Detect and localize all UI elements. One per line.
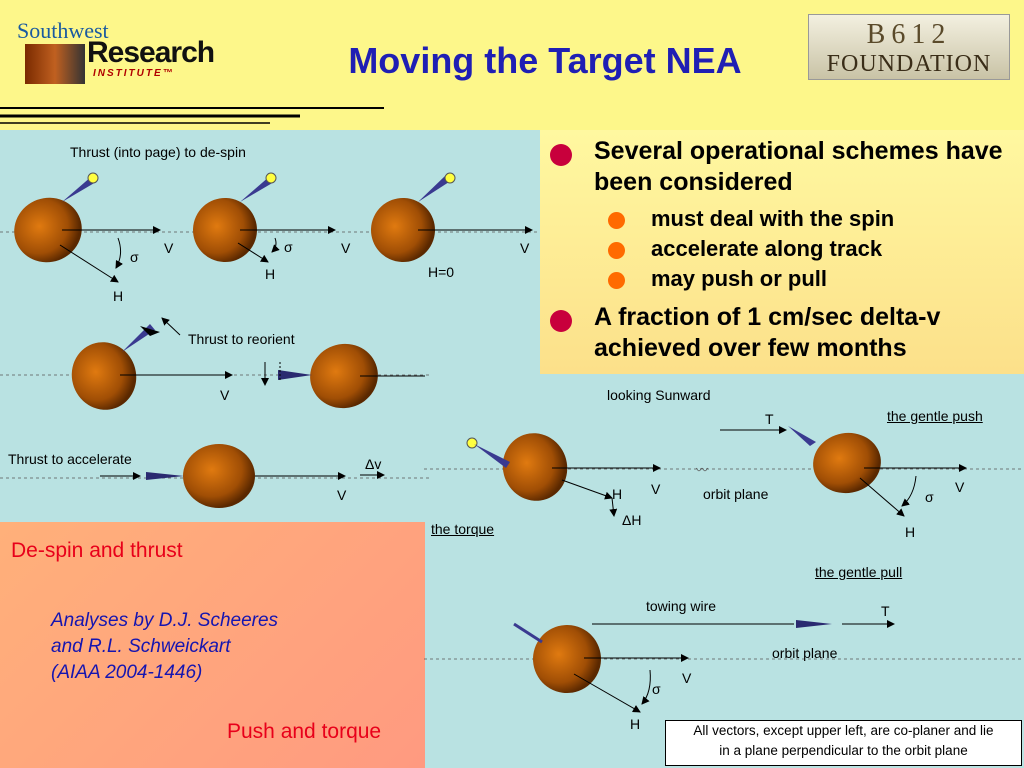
label-t: T (881, 603, 890, 619)
label-sigma: σ (284, 239, 293, 255)
label-v: V (220, 387, 230, 403)
asteroid-2 (193, 172, 336, 263)
label-delta-v: Δv (365, 456, 382, 472)
summary-panel (0, 522, 425, 768)
left-diagram-svg (0, 172, 540, 508)
bullet-dot (550, 144, 572, 166)
label-h: H (905, 524, 916, 540)
label-towing-wire: towing wire (646, 598, 717, 614)
label-looking-sunward: looking Sunward (607, 387, 711, 403)
label-v: V (955, 479, 965, 495)
sub-bullet-spin: must deal with the spin (651, 206, 895, 231)
bullet-delta-v: A fraction of 1 cm/sec delta-v achieved … (594, 303, 941, 362)
logo-swri-top: Southwest (17, 18, 109, 43)
note-box: All vectors, except upper left, are co-p… (665, 720, 1022, 766)
asteroid-reorient-2 (261, 343, 425, 409)
label-sigma: σ (130, 249, 139, 265)
label-v: V (520, 240, 530, 256)
asteroid-reorient-1 (71, 317, 233, 410)
sub-bullet-dot (608, 242, 625, 259)
header-rules (0, 107, 384, 124)
logo-swri-emblem (25, 44, 85, 84)
label-gentle-push: the gentle push (887, 408, 983, 424)
label-gentle-pull: the gentle pull (815, 564, 903, 580)
bullet-dot (550, 310, 572, 332)
label-v: V (337, 487, 347, 503)
label-delta-h: ΔH (622, 512, 642, 528)
asteroid-accelerate (100, 444, 385, 508)
logo-swri-bot: INSTITUTE™ (93, 68, 175, 79)
label-accelerate: Thrust to accelerate (8, 451, 132, 467)
sub-bullet-dot (608, 212, 625, 229)
label-despin-thrust: De-spin and thrust (11, 539, 183, 562)
label-orbit-plane: orbit plane (772, 645, 838, 661)
bullet-schemes: Several operational schemes have been co… (594, 137, 1003, 196)
b612-logo: B612 FOUNDATION (808, 14, 1010, 80)
slide-title: Moving the Target NEA (348, 40, 742, 81)
sub-bullet-track: accelerate along track (651, 236, 883, 261)
label-v: V (651, 481, 661, 497)
label-h: H (265, 266, 276, 282)
note-line-1: All vectors, except upper left, are co-p… (693, 723, 994, 738)
logo-b612-top: B612 (866, 19, 952, 50)
asteroid-push (720, 426, 967, 517)
citation-line-3: (AIAA 2004-1446) (51, 662, 203, 683)
asteroid-1 (14, 172, 161, 283)
label-h: H (612, 486, 623, 502)
label-sigma: σ (925, 489, 934, 505)
label-t: T (765, 411, 774, 427)
right-diagram-svg: 〰 (424, 426, 1024, 713)
label-despin: Thrust (into page) to de-spin (70, 144, 246, 160)
sub-bullet-dot (608, 272, 625, 289)
sub-bullet-push: may push or pull (651, 266, 828, 291)
label-v: V (164, 240, 174, 256)
asteroid-pull (513, 620, 895, 713)
label-h-zero: H=0 (428, 264, 455, 280)
label-orbit-plane: orbit plane (703, 486, 769, 502)
label-torque: the torque (431, 521, 495, 537)
asteroid-torque (466, 433, 661, 517)
citation-line-2: and R.L. Schweickart (51, 636, 231, 657)
swri-logo: Southwest Research INSTITUTE™ (15, 18, 235, 88)
logo-swri-mid: Research (87, 36, 215, 69)
label-v: V (682, 670, 692, 686)
label-sigma: σ (652, 681, 661, 697)
note-line-2: in a plane perpendicular to the orbit pl… (719, 743, 968, 758)
label-push-torque: Push and torque (227, 720, 382, 743)
asteroid-3 (371, 172, 533, 262)
label-h: H (630, 716, 641, 732)
label-h: H (113, 288, 124, 304)
label-v: V (341, 240, 351, 256)
label-reorient: Thrust to reorient (188, 331, 295, 347)
svg-text:〰: 〰 (696, 463, 708, 477)
logo-b612-bot: FOUNDATION (826, 51, 992, 77)
citation-line-1: Analyses by D.J. Scheeres (51, 610, 279, 631)
